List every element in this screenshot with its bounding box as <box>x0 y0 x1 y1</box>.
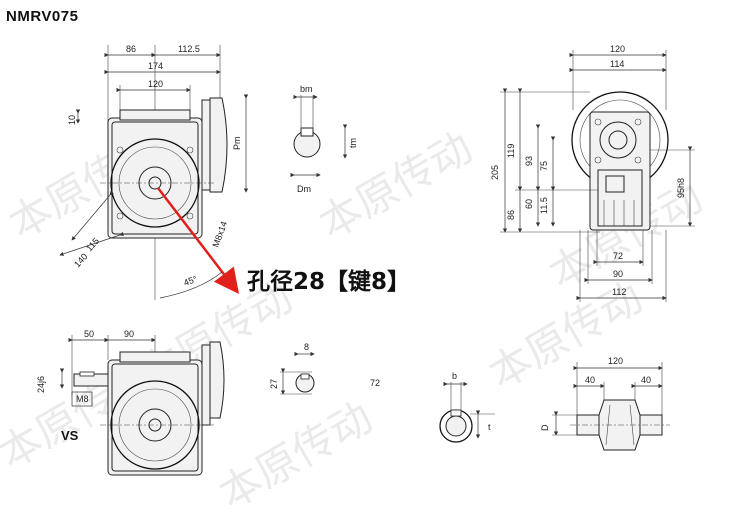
dim-m8x14: M8x14 <box>210 220 229 249</box>
dim-119: 119 <box>506 144 516 158</box>
dim-bottom-120: 120 <box>608 356 623 366</box>
bore-key-callout: 孔径28【键8】 <box>247 269 411 295</box>
dim-95h8: 95h8 <box>676 178 686 198</box>
dim-205: 205 <box>490 165 500 180</box>
dim-50: 50 <box>84 329 94 339</box>
hollow-section: b t <box>439 371 495 443</box>
model-title: NMRV075 <box>6 8 79 25</box>
front-view-top: 86 112.5 174 120 10 Pm <box>59 44 249 300</box>
dim-pm: Pm <box>232 137 242 151</box>
side-view: 120 114 205 119 86 <box>490 44 695 302</box>
dim-11-5: 11.5 <box>539 197 549 214</box>
dim-10: 10 <box>67 115 77 125</box>
dim-27: 27 <box>269 379 279 389</box>
dim-right-114: 114 <box>610 59 624 69</box>
dim-d: D <box>540 424 550 431</box>
dim-8: 8 <box>304 342 309 352</box>
output-shaft-view: 120 40 40 D <box>540 356 670 451</box>
dim-bm: bm <box>300 84 313 94</box>
dim-60: 60 <box>524 199 534 209</box>
dim-t: t <box>488 422 491 432</box>
dim-40-right: 40 <box>641 375 651 385</box>
dim-86: 86 <box>126 44 136 54</box>
variant-label: VS <box>61 428 79 443</box>
dim-174: 174 <box>148 61 163 71</box>
dim-112-right: 112 <box>612 287 626 297</box>
key-section: 8 27 <box>269 342 315 395</box>
dim-140: 140 <box>72 251 89 269</box>
dim-m8-bottom: M8 <box>76 394 89 404</box>
dim-93: 93 <box>524 156 534 166</box>
dim-24j6: 24j6 <box>36 376 46 393</box>
dim-dm: Dm <box>297 184 311 194</box>
shaft-section: bm tm Dm <box>290 84 358 194</box>
dim-120: 120 <box>148 79 163 89</box>
dim-tm: tm <box>348 138 358 148</box>
watermark-2: 本原传动 <box>311 122 481 248</box>
dim-90-right: 90 <box>613 269 623 279</box>
dim-112-5: 112.5 <box>178 44 200 54</box>
dim-75: 75 <box>539 161 549 171</box>
dim-72-right: 72 <box>613 251 623 261</box>
dim-90-bottom: 90 <box>124 329 134 339</box>
dim-40-left: 40 <box>585 375 595 385</box>
label-72: 72 <box>370 378 380 388</box>
dim-angle: 45° <box>182 274 199 288</box>
dim-86-right: 86 <box>506 210 516 220</box>
dim-b: b <box>452 371 457 381</box>
watermark-7: 本原传动 <box>211 392 381 516</box>
dim-115: 115 <box>84 236 101 253</box>
front-view-bottom: 50 90 24j6 M8 <box>36 329 225 476</box>
dim-right-120: 120 <box>610 44 625 54</box>
